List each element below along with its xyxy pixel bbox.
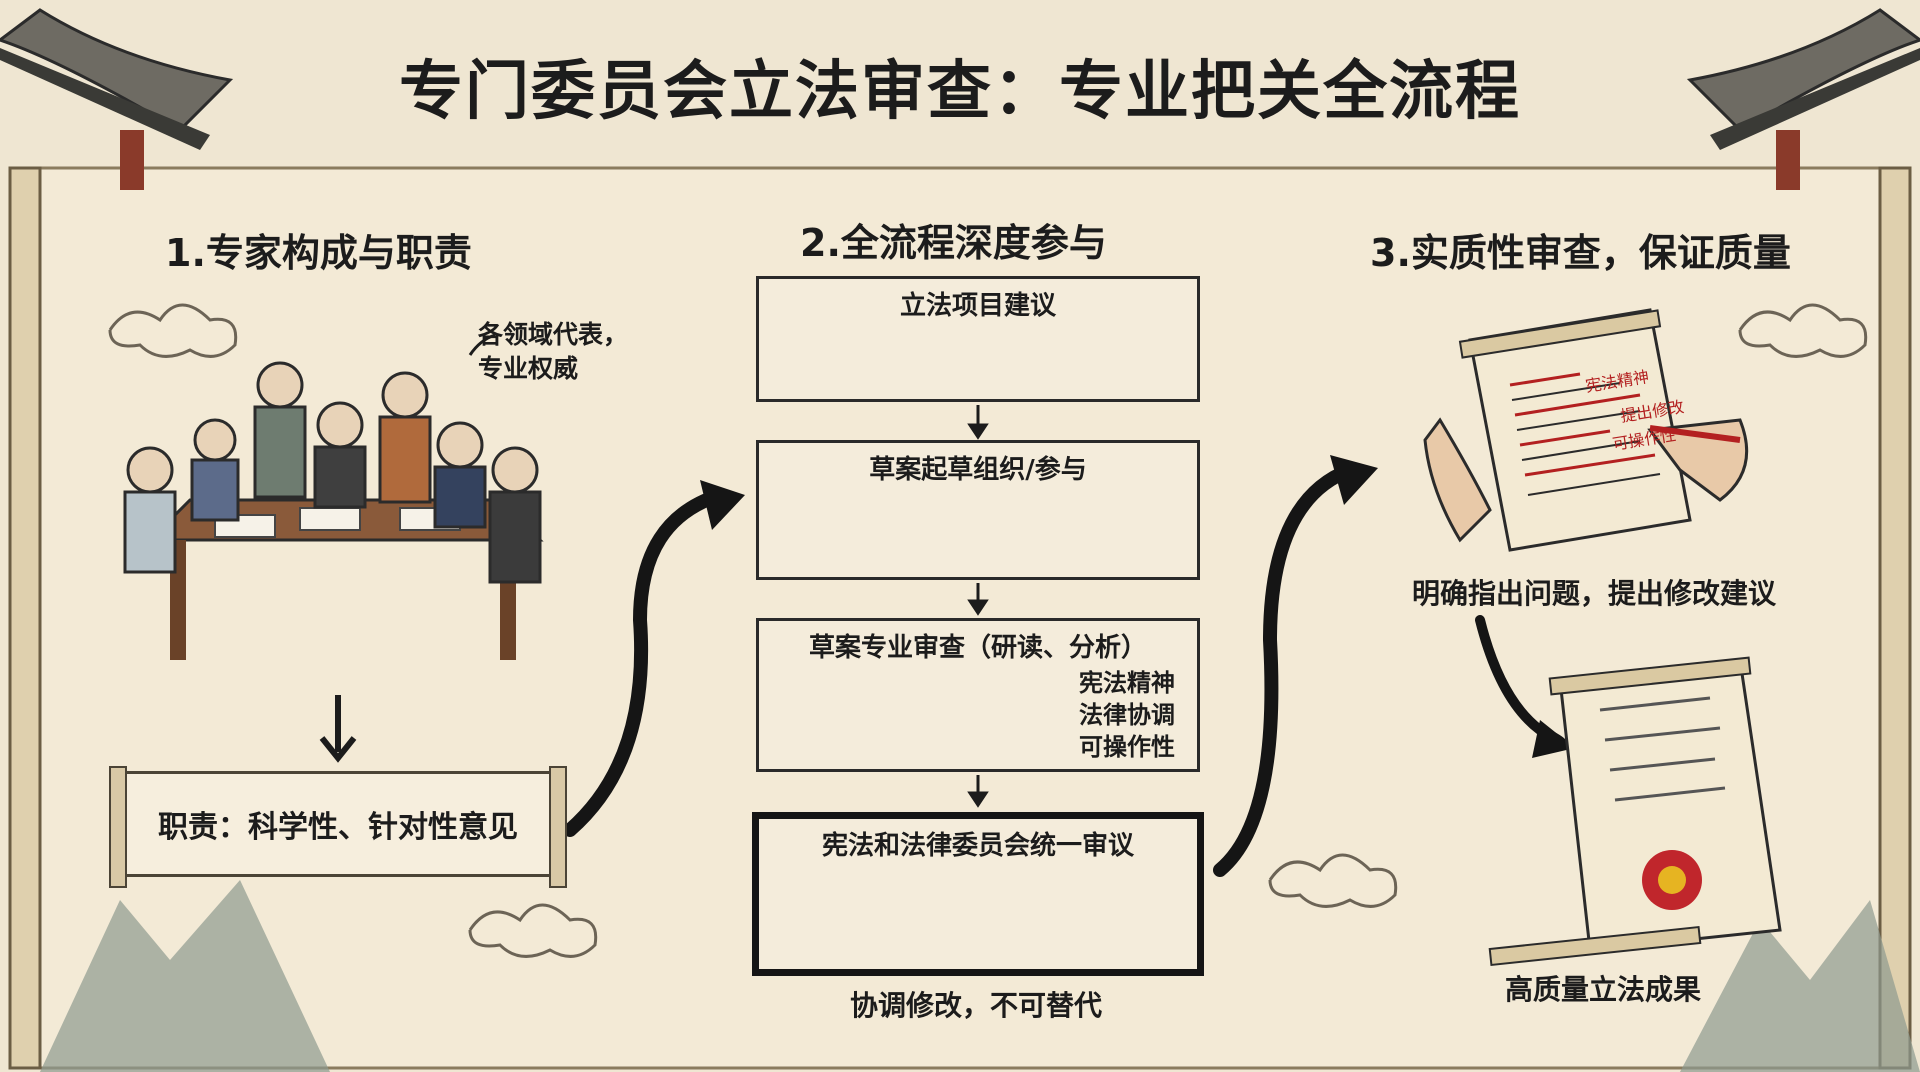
flow-step-drafting: 草案起草组织/参与 [756,440,1200,580]
mountain-icon [40,880,1920,1072]
duty-scroll: 职责：科学性、针对性意见 [109,766,567,888]
review-note-item: 法律协调 [1079,701,1175,729]
section-heading-experts: 1.专家构成与职责 [165,231,472,275]
flow-step-title: 立法项目建议 [899,291,1056,321]
review-document-icon [1423,308,1749,552]
meeting-illustration [123,333,544,660]
scroll-roller-right [1878,166,1912,1070]
section-heading-process: 2.全流程深度参与 [800,221,1107,265]
national-emblem-icon [1642,850,1702,910]
brush-arrow-icon [563,455,1575,877]
flow-step-title: 草案起草组织/参与 [869,455,1087,485]
pen-icon [1649,425,1741,443]
section-heading-review: 3.实质性审查，保证质量 [1370,231,1791,275]
review-note-item: 宪法精神 [1079,669,1175,697]
experts-callout: 各领域代表， 专业权威 [478,318,628,386]
arrow-down-icon [319,695,357,763]
flow-connectors [967,405,989,808]
flow-step-unified-deliberation: 宪法和法律委员会统一审议 [752,812,1204,976]
flow-step-review: 草案专业审查（研读、分析） 宪法精神 法律协调 可操作性 [756,618,1200,772]
final-scroll-icon [1488,656,1782,967]
experts-callout-line1: 各领域代表， [478,320,629,349]
experts-callout-line2: 专业权威 [478,354,579,383]
flow-step-proposal: 立法项目建议 [756,276,1200,402]
review-caption: 明确指出问题，提出修改建议 [1412,577,1777,610]
result-caption: 高质量立法成果 [1505,973,1702,1006]
flow-step-title: 草案专业审查（研读、分析） [808,633,1147,663]
flow-caption: 协调修改，不可替代 [850,989,1103,1022]
flow-step-title: 宪法和法律委员会统一审议 [821,831,1134,861]
review-notes: 宪法精神 法律协调 可操作性 [1079,667,1175,763]
review-note-item: 可操作性 [1079,733,1175,761]
roof-eave-right-icon [1686,8,1920,190]
cloud-icon [108,303,1868,958]
scroll-roller-left [8,166,42,1070]
page-title: 专门委员会立法审查：专业把关全流程 [399,54,1521,129]
roof-eave-left-icon [0,8,234,190]
